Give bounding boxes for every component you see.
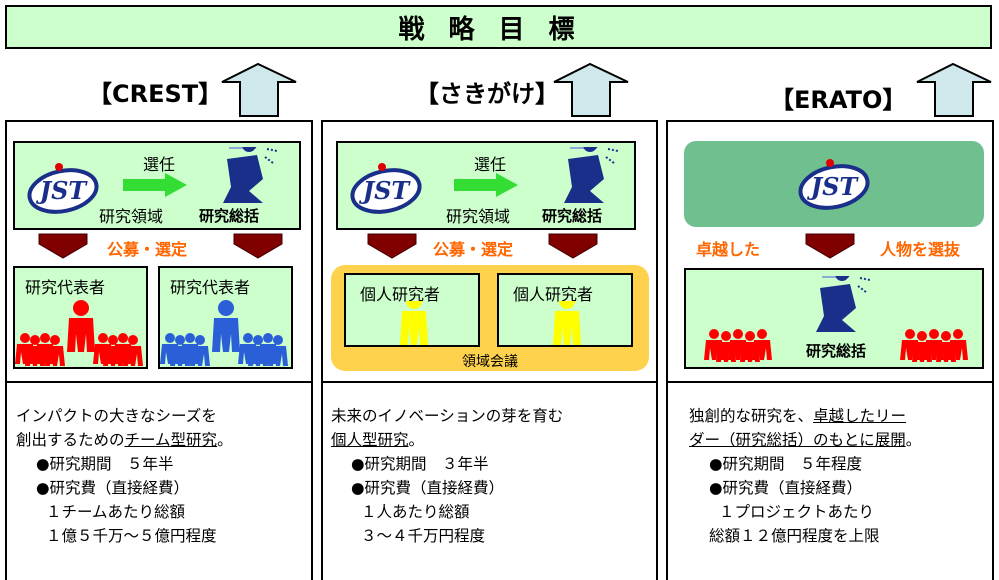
funding-unit: １人あたり総額 — [361, 503, 470, 521]
supervisor-label: 研究総括 — [806, 342, 867, 360]
jst-logo — [346, 161, 426, 219]
person-icon — [400, 301, 428, 345]
select-person-label: 人物を選抜 — [880, 240, 961, 259]
researcher-box: 個人研究者 — [344, 273, 480, 347]
appoint-label: 選任 — [143, 155, 176, 174]
desc-line: 未来のイノベーションの芽を育む — [331, 407, 564, 425]
divider — [5, 381, 313, 383]
desc-line: インパクトの大きなシーズを — [16, 407, 217, 425]
down-arrow-icon — [233, 233, 283, 259]
team-icon — [160, 300, 288, 366]
down-arrow-icon — [367, 233, 417, 259]
funding-amount: １億５千万～５億円程度 — [46, 527, 217, 545]
researcher-label: 個人研究者 — [513, 285, 594, 304]
crest-column — [5, 120, 313, 580]
program-label-crest: 【CREST】 — [88, 80, 223, 108]
divider — [321, 381, 658, 383]
recruit-select-label: 公募・選定 — [107, 240, 188, 259]
right-arrow-icon — [454, 173, 518, 197]
up-arrow-icon — [916, 62, 992, 117]
sakigake-selection-box: 選任 研究領域 研究総括 — [336, 141, 636, 230]
funding-unit: １プロジェクトあたり — [719, 503, 875, 521]
team-members-icon — [704, 329, 772, 362]
supervisor-label: 研究総括 — [199, 207, 260, 225]
program-label-sakigake: 【さきがけ】 — [415, 80, 559, 108]
team-leader-label: 研究代表者 — [25, 278, 106, 297]
program-label-erato: 【ERATO】 — [770, 86, 907, 114]
down-arrow-icon — [805, 233, 855, 259]
research-area-label: 研究領域 — [446, 207, 511, 226]
team-box: 研究代表者 — [13, 266, 148, 369]
supervisor-icon — [815, 276, 871, 333]
research-area-label: 研究領域 — [99, 207, 164, 226]
research-funding: ●研究費（直接経費） — [36, 479, 190, 497]
supervisor-icon — [222, 147, 278, 204]
erato-jst-panel — [684, 141, 984, 227]
team-icon — [15, 300, 143, 366]
supervisor-icon — [563, 147, 619, 204]
supervisor-label: 研究総括 — [542, 207, 603, 225]
erato-supervisor-box: 研究総括 — [684, 268, 984, 369]
appoint-label: 選任 — [474, 155, 507, 174]
down-arrow-icon — [548, 233, 598, 259]
team-box: 研究代表者 — [158, 266, 293, 369]
funding-amount: ３～４千万円程度 — [361, 527, 486, 545]
jst-logo — [794, 157, 874, 215]
strategic-goal-bar: 戦略目標 — [5, 5, 992, 49]
researcher-box: 個人研究者 — [497, 273, 633, 347]
strategic-goal-title: 戦略目標 — [398, 14, 599, 45]
erato-column — [666, 120, 994, 580]
desc-line: ダー（研究総括）のもとに展開。 — [689, 431, 922, 449]
research-period: ●研究期間 ５年程度 — [709, 455, 863, 473]
right-arrow-icon — [123, 173, 187, 197]
team-leader-label: 研究代表者 — [170, 278, 251, 297]
up-arrow-icon — [553, 62, 629, 117]
down-arrow-icon — [38, 233, 88, 259]
erato-description: 独創的な研究を、卓越したリー ダー（研究総括）のもとに展開。 ●研究期間 ５年程… — [689, 404, 921, 548]
crest-description: インパクトの大きなシーズを 創出するためのチーム型研究。 ●研究期間 ５年半 ●… — [16, 404, 233, 548]
research-funding: ●研究費（直接経費） — [351, 479, 505, 497]
funding-unit: １チームあたり総額 — [46, 503, 186, 521]
crest-selection-box: 選任 研究領域 研究総括 — [13, 141, 301, 230]
sakigake-description: 未来のイノベーションの芽を育む 個人型研究。 ●研究期間 ３年半 ●研究費（直接… — [331, 404, 563, 548]
recruit-select-label: 公募・選定 — [433, 240, 514, 259]
team-members-icon — [900, 329, 968, 362]
sakigake-column — [321, 120, 658, 580]
outstanding-label: 卓越した — [696, 240, 761, 259]
desc-line: 独創的な研究を、卓越したリー — [689, 407, 907, 425]
up-arrow-icon — [221, 62, 297, 117]
person-icon — [553, 301, 581, 345]
divider — [666, 381, 994, 383]
jst-logo — [23, 161, 103, 219]
researcher-label: 個人研究者 — [360, 285, 441, 304]
area-meeting-label: 領域会議 — [462, 354, 518, 370]
desc-line: 創出するためのチーム型研究。 — [16, 431, 233, 449]
research-funding: ●研究費（直接経費） — [709, 479, 863, 497]
research-period: ●研究期間 ５年半 — [36, 455, 174, 473]
funding-amount: 総額１２億円程度を上限 — [709, 527, 880, 545]
desc-line: 個人型研究。 — [331, 431, 425, 449]
research-period: ●研究期間 ３年半 — [351, 455, 489, 473]
area-meeting-panel: 個人研究者 個人研究者 領域会議 — [331, 265, 649, 371]
